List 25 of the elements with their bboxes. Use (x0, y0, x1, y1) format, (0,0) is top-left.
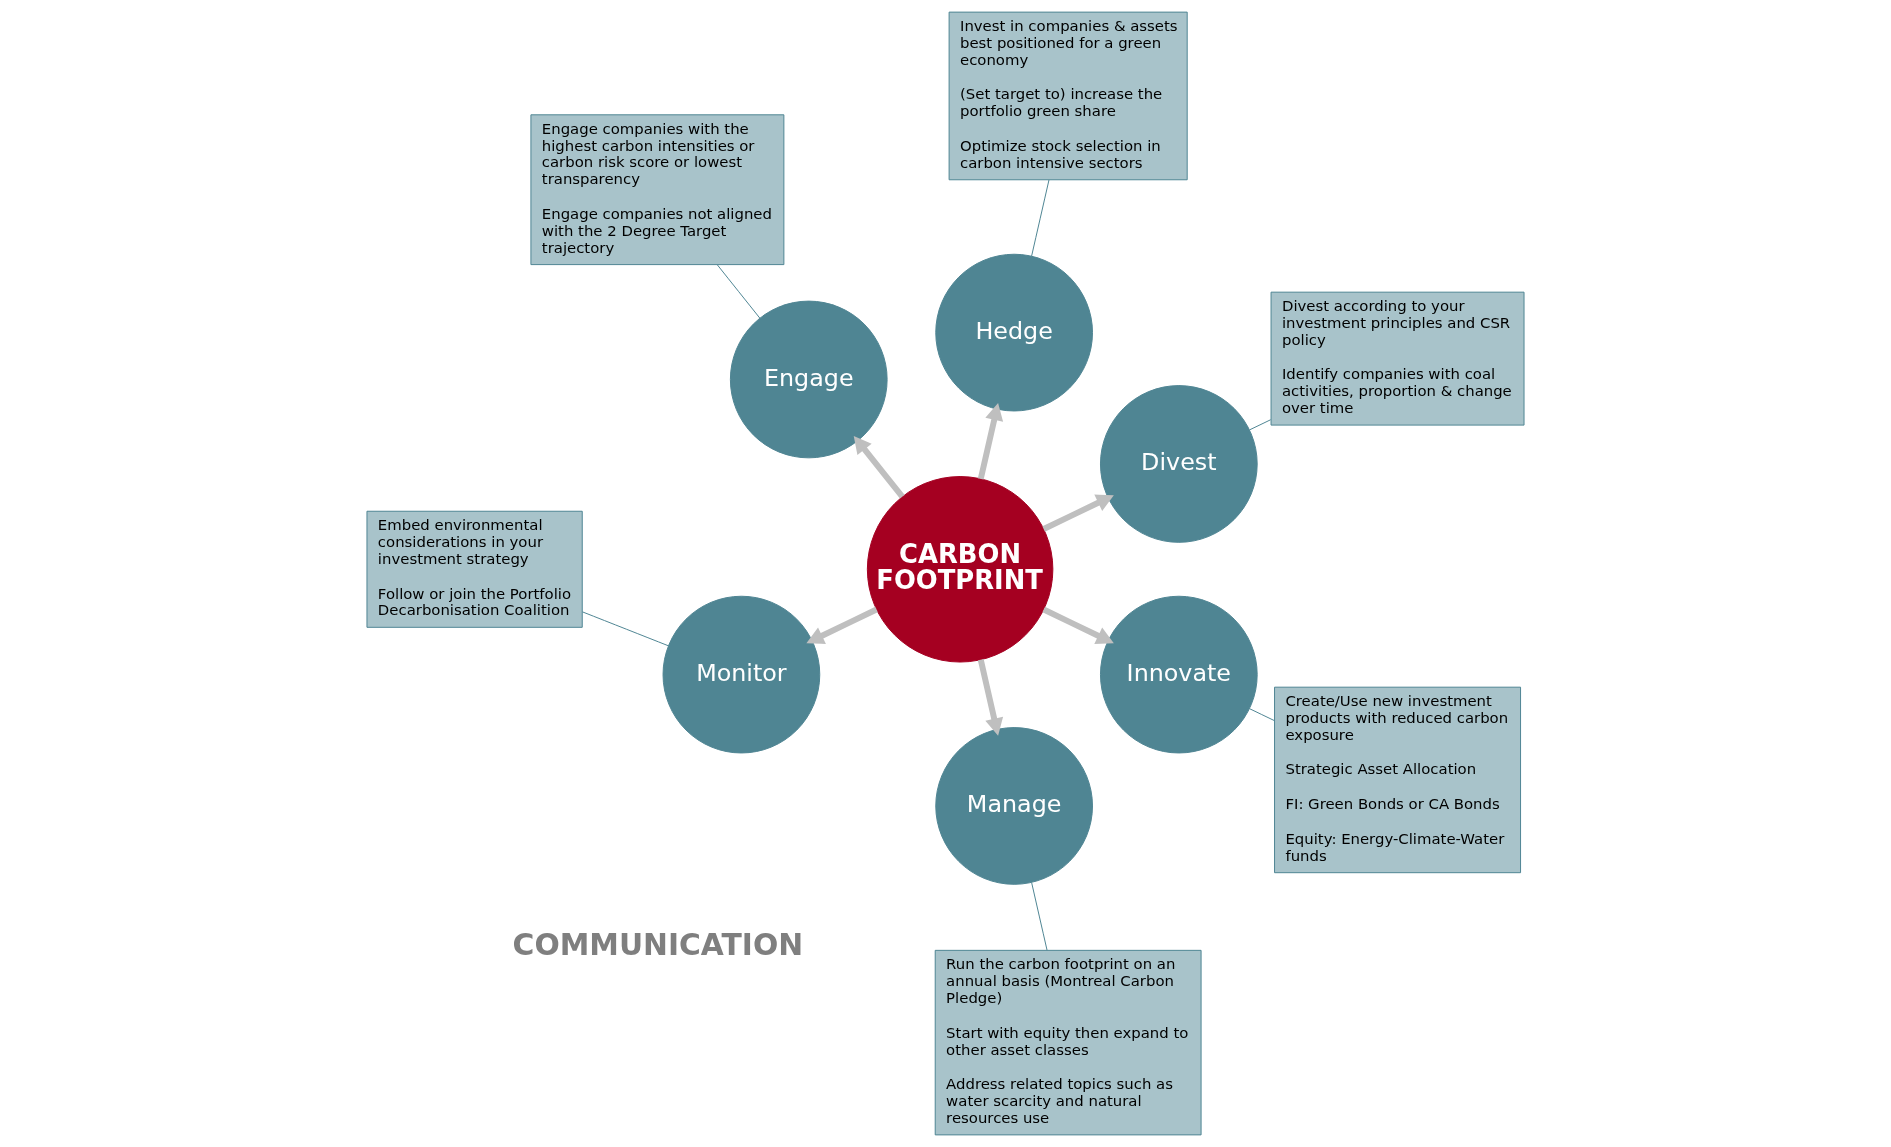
label: COMMUNICATION (512, 927, 804, 963)
connector (1249, 419, 1272, 431)
node-circle: Divest (1099, 385, 1258, 543)
connector (1031, 179, 1050, 257)
node-circle: Manage (935, 727, 1093, 885)
connector (581, 611, 669, 647)
connector (1031, 881, 1048, 951)
arrow (806, 606, 878, 644)
node-box: Run the carbon footprint on an annual basis (Montreal Carbon Pledge) Start with equity then expand to other asset classes Address related topics such as water scarcity and natural resources use (934, 949, 1202, 1136)
node-box: Divest according to your investment principles and CSR policy Identify companies with coal activities, proportion & change over time (1270, 291, 1525, 426)
node-circle: Monitor (662, 595, 821, 754)
node-box: Engage companies with the highest carbon intensities or carbon risk score or lowest transparency Engage companies not aligned with the 2 Degree Target trajectory (530, 114, 785, 266)
node-circle: CARBON FOOTPRINT (866, 476, 1054, 663)
node-circle: Hedge (935, 253, 1093, 412)
node-box: Invest in companies & assets best positioned for a green economy (Set target to) increase the portfolio green share Optimize stock selection in carbon intensive sectors (948, 11, 1188, 181)
node-circle: Innovate (1099, 595, 1258, 754)
arrow (977, 659, 1004, 736)
node-box: Embed environmental considerations in your investment strategy Follow or join the Portfolio Decarbonisation Coalition (366, 510, 583, 628)
connector (716, 264, 761, 319)
node-box: Create/Use new investment products with reduced carbon exposure Strategic Asset Allocation FI: Green Bonds or CA Bonds Equity: Energy-Climate-Water funds (1274, 686, 1522, 874)
arrow (977, 402, 1004, 480)
arrow (1042, 494, 1114, 532)
connector (1249, 708, 1275, 722)
arrow (853, 435, 905, 499)
arrow (1042, 606, 1114, 644)
